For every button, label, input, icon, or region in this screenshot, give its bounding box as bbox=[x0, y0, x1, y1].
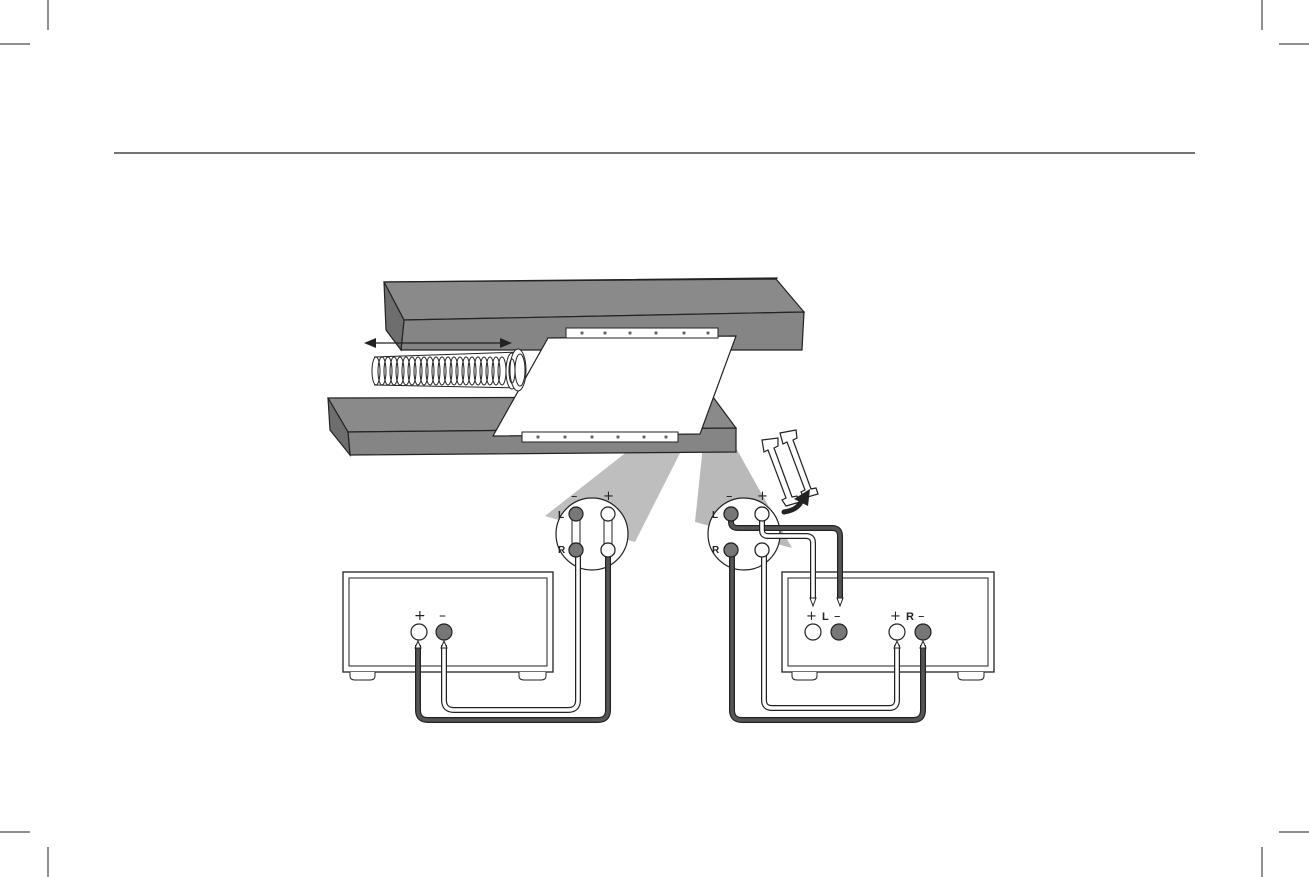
amp-terminal-left-plus bbox=[805, 624, 821, 640]
amp-terminal-plus bbox=[411, 624, 427, 640]
label-plus: + bbox=[603, 489, 614, 504]
amp-terminal-right-minus bbox=[915, 624, 931, 640]
terminal-overlay bbox=[724, 543, 738, 557]
terminal-overlay bbox=[755, 543, 769, 557]
link-bridges bbox=[762, 430, 818, 506]
label-minus: – bbox=[571, 489, 578, 504]
amp-terminal-right-plus bbox=[889, 624, 905, 640]
label-left: L bbox=[712, 510, 718, 521]
amp-label-right-minus: – bbox=[918, 609, 925, 624]
label-left: L bbox=[558, 510, 564, 521]
amp-label-left-plus: + bbox=[806, 609, 817, 624]
amp-terminal-minus bbox=[436, 624, 452, 640]
terminal-left-minus bbox=[569, 507, 583, 521]
label-minus: – bbox=[726, 489, 733, 504]
amp-label-right: R bbox=[906, 611, 914, 623]
terminal-overlay bbox=[601, 543, 615, 557]
amp-label-left: L bbox=[822, 611, 829, 623]
amp-label-right-plus: + bbox=[890, 609, 901, 624]
amp-label-left-minus: – bbox=[834, 609, 841, 624]
terminal-left-plus bbox=[601, 507, 615, 521]
terminal-overlay bbox=[755, 507, 769, 521]
amp-terminal-left-minus bbox=[831, 624, 847, 640]
terminal-overlay bbox=[569, 543, 583, 557]
amp-label-minus: – bbox=[439, 608, 446, 624]
label-plus: + bbox=[757, 489, 768, 504]
mounting-strip-bottom bbox=[522, 432, 678, 442]
amp-label-plus: + bbox=[414, 608, 426, 624]
mounting-strip-top bbox=[566, 328, 718, 338]
port-tube bbox=[372, 349, 526, 391]
amplifier-mono: + – bbox=[343, 572, 553, 680]
label-right: R bbox=[558, 545, 566, 556]
speaker-panel bbox=[493, 336, 736, 436]
label-right: R bbox=[712, 545, 720, 556]
terminal-overlay bbox=[724, 507, 738, 521]
